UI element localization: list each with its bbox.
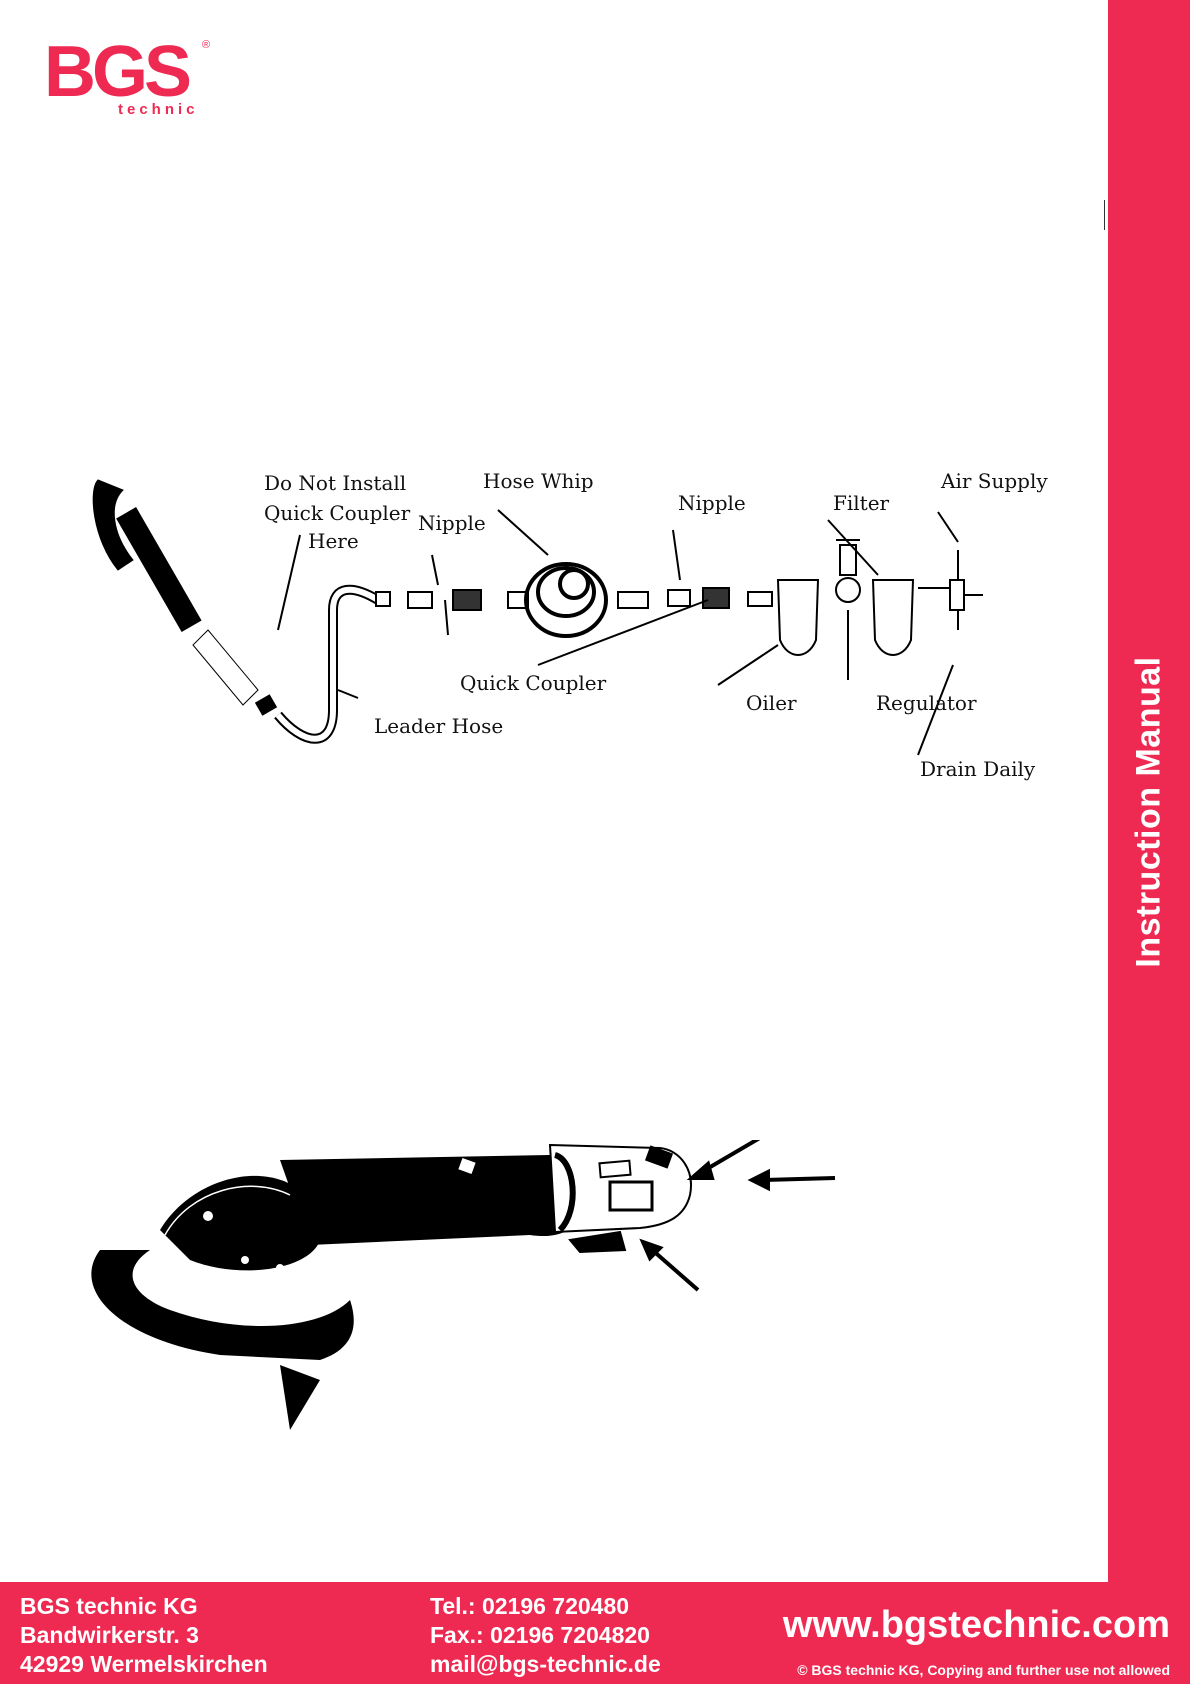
label-leader-hose: Leader Hose bbox=[374, 714, 503, 738]
footer-website[interactable]: www.bgstechnic.com bbox=[782, 1604, 1170, 1646]
label-do-not-install-line1: Do Not Install bbox=[264, 471, 406, 495]
footer-company: BGS technic KG bbox=[20, 1593, 198, 1619]
footer-mail[interactable]: mail@bgs-technic.de bbox=[430, 1651, 661, 1677]
grinder-guard bbox=[91, 1250, 354, 1430]
label-nipple-left: Nipple bbox=[418, 511, 486, 535]
label-do-not-install-line3: Here bbox=[308, 529, 359, 553]
logo-letters: BGS bbox=[44, 36, 190, 112]
sidebar-label: Instruction Manual bbox=[1129, 656, 1168, 968]
label-oiler: Oiler bbox=[746, 691, 797, 715]
label-nipple-right: Nipple bbox=[678, 491, 746, 515]
label-air-supply: Air Supply bbox=[940, 469, 1048, 493]
footer-tel: Tel.: 02196 720480 bbox=[430, 1593, 630, 1619]
label-do-not-install-line2: Quick Coupler bbox=[264, 501, 411, 525]
label-regulator: Regulator bbox=[876, 691, 977, 715]
grinder-head bbox=[160, 1175, 320, 1272]
logo-sub: technic bbox=[118, 101, 199, 118]
grinder-rear-housing bbox=[548, 1143, 692, 1254]
sidebar-label-container: Instruction Manual bbox=[1108, 0, 1190, 1684]
filter-regulator-lubricator bbox=[747, 539, 983, 656]
footer-city: 42929 Wermelskirchen bbox=[20, 1651, 268, 1677]
footer-fax: Fax.: 02196 7204820 bbox=[430, 1622, 650, 1648]
angle-grinder-illustration bbox=[91, 1140, 836, 1430]
label-drain-daily: Drain Daily bbox=[920, 757, 1036, 781]
quick-coupler bbox=[452, 589, 482, 611]
grinder-arrows bbox=[639, 1140, 836, 1292]
callout-arrows bbox=[277, 509, 959, 756]
text-cursor bbox=[1104, 200, 1105, 230]
grinder-body bbox=[280, 1155, 575, 1245]
air-supply-diagram: Do Not Install Quick Coupler Here Nipple… bbox=[92, 469, 1048, 781]
footer-street: Bandwirkerstr. 3 bbox=[20, 1622, 199, 1648]
footer: BGS technic KG Bandwirkerstr. 3 42929 We… bbox=[0, 1582, 1190, 1684]
nipple-left bbox=[407, 591, 433, 609]
sidebar-band bbox=[1108, 0, 1190, 1684]
label-filter: Filter bbox=[833, 491, 890, 515]
footer-contact: Tel.: 02196 720480 Fax.: 02196 7204820 m… bbox=[430, 1592, 661, 1679]
leader-hose bbox=[274, 584, 381, 744]
bgs-technic-logo: BGS ® technic bbox=[44, 36, 210, 118]
registered-mark: ® bbox=[202, 39, 210, 51]
footer-address: BGS technic KG Bandwirkerstr. 3 42929 We… bbox=[20, 1592, 268, 1679]
hose-whip-coil bbox=[507, 562, 649, 638]
angle-grinder-small bbox=[92, 479, 278, 716]
label-quick-coupler: Quick Coupler bbox=[460, 671, 607, 695]
nipple-right bbox=[667, 589, 691, 607]
footer-copyright: © BGS technic KG, Copying and further us… bbox=[797, 1662, 1170, 1678]
label-hose-whip: Hose Whip bbox=[483, 469, 594, 493]
